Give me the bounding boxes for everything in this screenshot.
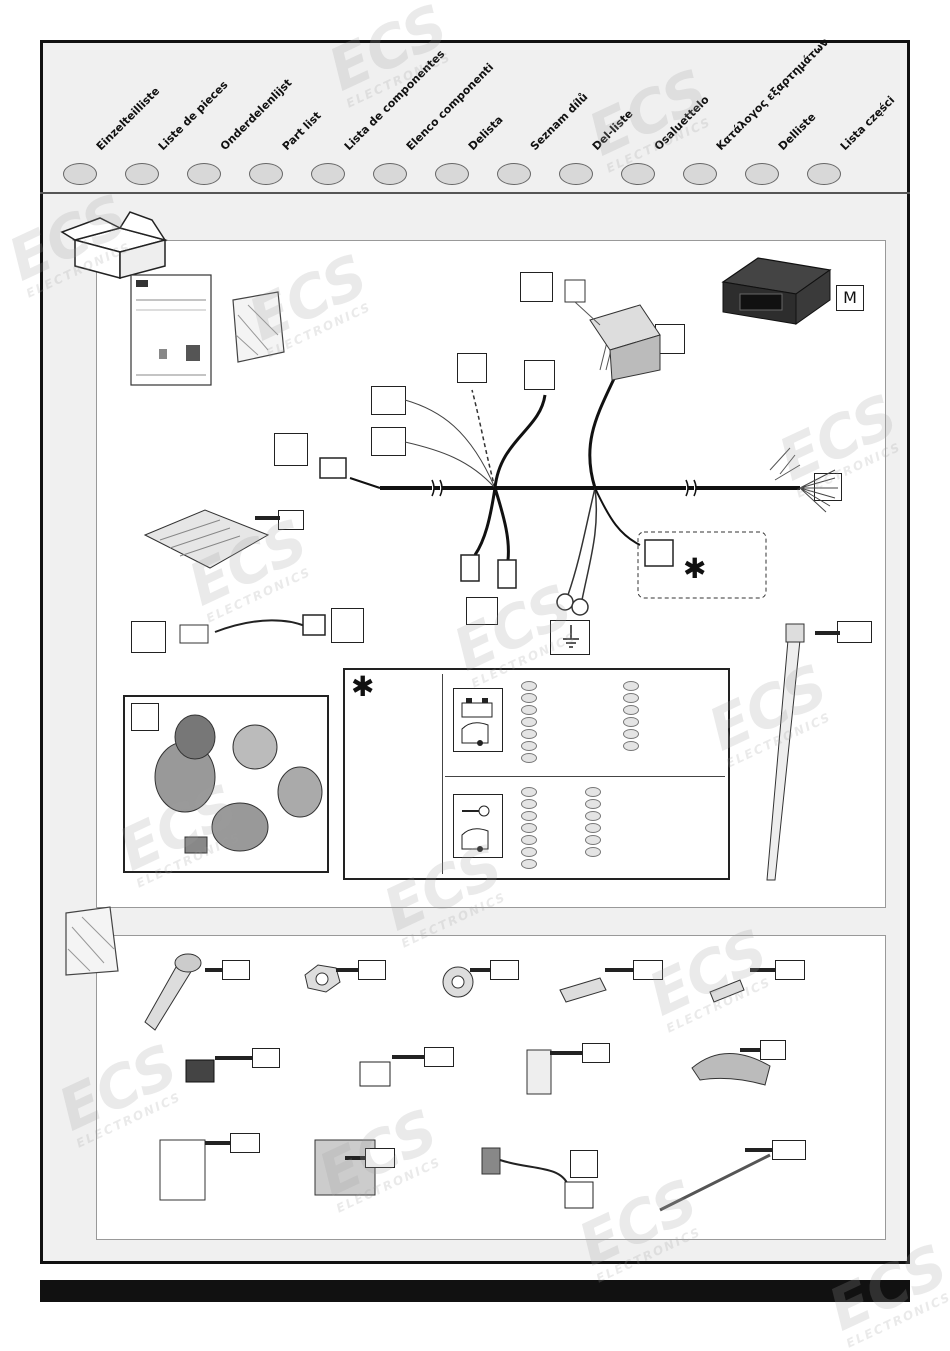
legend-oval bbox=[521, 799, 537, 809]
lang-oval bbox=[311, 163, 345, 185]
legend-oval bbox=[521, 847, 537, 857]
label-box bbox=[520, 272, 553, 302]
key-icon bbox=[461, 805, 490, 852]
label-box bbox=[570, 1150, 598, 1178]
lang-oval bbox=[125, 163, 159, 185]
label-box bbox=[131, 621, 166, 653]
legend-oval bbox=[521, 811, 537, 821]
lang-oval bbox=[683, 163, 717, 185]
lang-oval bbox=[497, 163, 531, 185]
label-box bbox=[772, 1140, 806, 1160]
legend-oval bbox=[585, 835, 601, 845]
label-box bbox=[365, 1148, 395, 1168]
module-letter: M bbox=[843, 288, 857, 307]
ground-icon bbox=[563, 625, 579, 648]
lang-oval bbox=[807, 163, 841, 185]
legend-oval bbox=[585, 811, 601, 821]
bag-icon bbox=[65, 906, 119, 976]
module-label-box: M bbox=[836, 285, 864, 311]
lang-oval bbox=[621, 163, 655, 185]
legend-oval bbox=[521, 859, 537, 869]
legend-oval bbox=[521, 753, 537, 763]
footer-bar bbox=[40, 1280, 910, 1302]
header-divider bbox=[40, 192, 910, 194]
label-box bbox=[274, 433, 308, 466]
label-box bbox=[524, 360, 555, 390]
legend-asterisk: ✱ bbox=[351, 670, 375, 703]
manual-document-icon bbox=[130, 274, 212, 386]
legend-oval bbox=[623, 681, 639, 691]
label-box bbox=[371, 427, 406, 456]
control-module-icon bbox=[721, 257, 832, 325]
legend-divider-v bbox=[442, 674, 443, 874]
ground-label-box bbox=[550, 620, 590, 655]
legend-oval bbox=[585, 847, 601, 857]
label-box bbox=[490, 960, 519, 980]
small-parts-panel bbox=[96, 935, 886, 1240]
optional-legend: ✱ bbox=[343, 668, 730, 880]
optional-asterisk: ✱ bbox=[683, 552, 707, 585]
legend-divider-h bbox=[445, 776, 725, 777]
label-box bbox=[331, 608, 364, 643]
socket-set-box bbox=[123, 695, 329, 873]
label-box bbox=[222, 960, 250, 980]
label-box bbox=[358, 960, 386, 980]
label-box bbox=[466, 597, 498, 625]
label-box bbox=[633, 960, 663, 980]
legend-oval bbox=[623, 741, 639, 751]
label-box bbox=[582, 1043, 610, 1063]
legend-oval bbox=[521, 729, 537, 739]
battery-icon bbox=[461, 698, 493, 746]
socket-icon bbox=[154, 714, 323, 854]
legend-oval bbox=[521, 705, 537, 715]
legend-oval bbox=[521, 823, 537, 833]
key-caravan-icon bbox=[453, 794, 503, 858]
lang-oval bbox=[63, 163, 97, 185]
legend-oval bbox=[521, 787, 537, 797]
legend-oval bbox=[521, 741, 537, 751]
lang-oval bbox=[745, 163, 779, 185]
legend-oval bbox=[623, 717, 639, 727]
label-box bbox=[424, 1047, 454, 1067]
legend-oval bbox=[585, 799, 601, 809]
lang-oval bbox=[559, 163, 593, 185]
legend-oval bbox=[585, 823, 601, 833]
box-icon bbox=[60, 211, 168, 279]
lang-oval bbox=[187, 163, 221, 185]
lang-oval bbox=[435, 163, 469, 185]
legend-oval bbox=[623, 693, 639, 703]
battery-caravan-icon bbox=[453, 688, 503, 752]
label-box bbox=[252, 1048, 280, 1068]
legend-oval bbox=[521, 681, 537, 691]
label-box bbox=[131, 703, 159, 731]
bag-icon bbox=[232, 291, 285, 363]
lang-oval bbox=[373, 163, 407, 185]
legend-oval bbox=[623, 705, 639, 715]
label-box bbox=[230, 1133, 260, 1153]
legend-oval bbox=[585, 787, 601, 797]
lang-oval bbox=[249, 163, 283, 185]
legend-oval bbox=[521, 835, 537, 845]
legend-oval bbox=[521, 693, 537, 703]
legend-oval bbox=[623, 729, 639, 739]
legend-oval bbox=[521, 717, 537, 727]
label-box bbox=[371, 386, 406, 415]
label-box bbox=[760, 1040, 786, 1060]
label-box bbox=[775, 960, 805, 980]
label-box bbox=[457, 353, 487, 383]
